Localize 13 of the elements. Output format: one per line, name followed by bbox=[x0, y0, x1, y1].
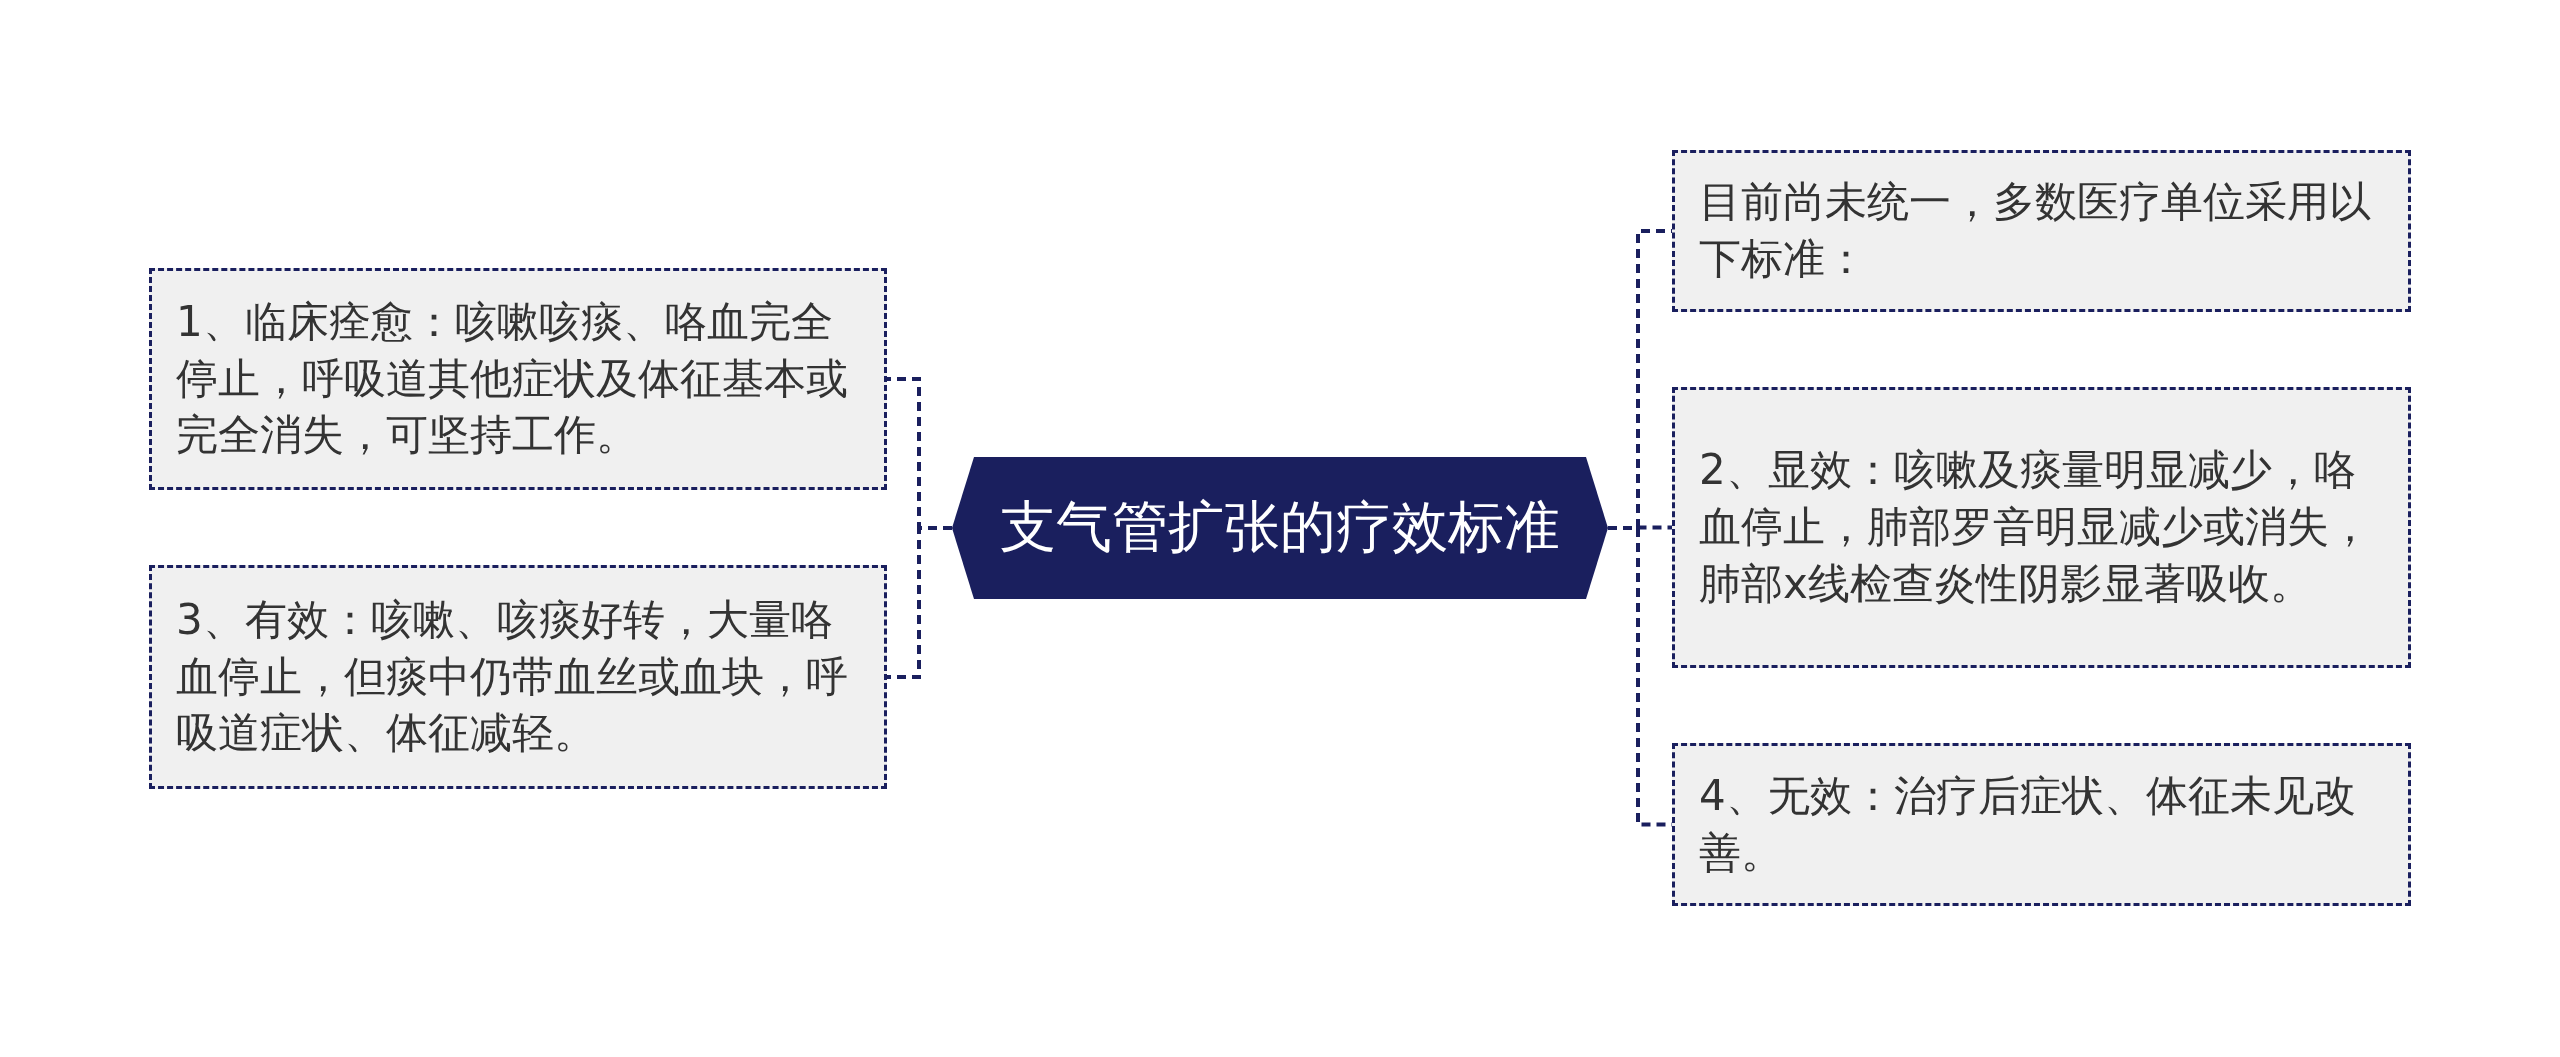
topic-text: 支气管扩张的疗效标准 bbox=[1000, 493, 1560, 561]
connector-line bbox=[887, 526, 952, 679]
topic-box bbox=[1672, 743, 2411, 906]
topic-box bbox=[1672, 150, 2411, 312]
topic-text: 4、无效：治疗后症状、体征未见改善。 bbox=[1699, 769, 2357, 879]
topic-text: 3、有效：咳嗽、咳痰好转，大量咯血停止，但痰中仍带血丝或血块，呼吸道症状、体征减轻。 bbox=[176, 593, 849, 760]
topic-text: 1、临床痊愈：咳嗽咳痰、咯血完全停止，呼吸道其他症状及体征基本或完全消失，可坚持工作。 bbox=[176, 295, 849, 462]
topic-text: 2、显效：咳嗽及痰量明显减少，咯血停止，肺部罗音明显减少或消失，肺部x线检查炎性阴影显著吸收。 bbox=[1699, 444, 2372, 610]
topic-box bbox=[149, 565, 887, 789]
topic-box bbox=[1672, 387, 2411, 668]
topic-text: 目前尚未统一，多数医疗单位采用以下标准： bbox=[1699, 176, 2372, 285]
central-topic-hexagon bbox=[952, 457, 1608, 599]
topic-box bbox=[149, 268, 887, 490]
